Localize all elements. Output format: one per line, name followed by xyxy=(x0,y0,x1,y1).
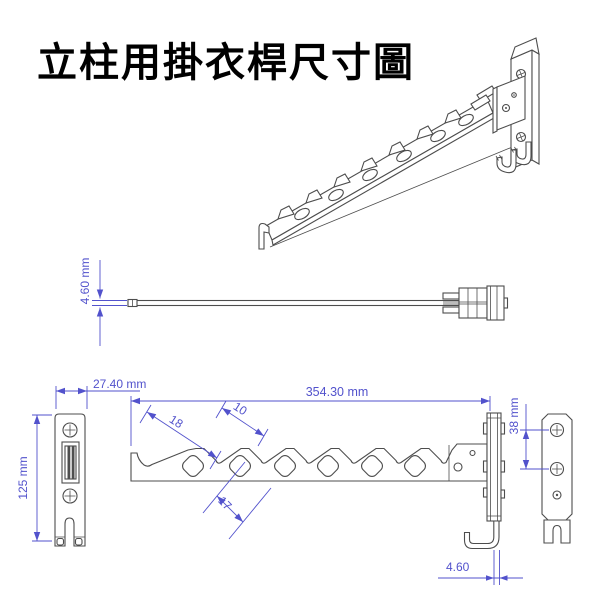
top-plate xyxy=(486,285,505,321)
iso-hook-grip-hatch xyxy=(495,146,518,161)
dim-plate-height-label: 125 mm xyxy=(16,456,30,499)
side-screw-small xyxy=(552,490,562,500)
page-title: 立柱用掛衣桿尺寸圖 xyxy=(37,41,415,85)
dim-arm-length-label: 354.30 mm xyxy=(306,385,369,399)
front-plate-foot-pad-left xyxy=(56,537,65,546)
dimension-plate-height: 125 mm xyxy=(16,414,52,542)
front-plate-screw-bottom xyxy=(62,488,78,504)
top-plate-nub xyxy=(503,297,509,309)
iso-plate-screw-bottom xyxy=(515,131,527,143)
dimension-top-thickness: 4.60 mm xyxy=(78,258,127,346)
isometric-view xyxy=(258,37,540,250)
iso-clamp-tab-lower xyxy=(470,94,491,111)
front-arm-block-screws xyxy=(453,449,476,472)
dim-top-thickness-label: 4.60 mm xyxy=(78,258,92,305)
dimension-slot-width: 10 xyxy=(215,399,269,447)
dimension-screw-spacing: 38 mm xyxy=(507,398,549,470)
dim-plate-width-label: 27.40 mm xyxy=(93,377,146,391)
top-view: 4.60 mm xyxy=(78,258,509,346)
front-view: 27.40 mm 125 mm 354.30 mm 18 xyxy=(16,377,523,585)
side-plate-feet xyxy=(543,519,571,544)
iso-hook-back xyxy=(511,141,532,166)
front-arm-holes xyxy=(182,455,426,477)
front-plate-foot-pad-right xyxy=(74,537,83,546)
front-arm-outline xyxy=(130,443,488,482)
arm-bottom-edge-line xyxy=(269,142,523,248)
iso-arm-front-edge xyxy=(271,112,495,246)
dim-slot-length-label: 18 xyxy=(167,412,186,431)
front-plate-channel xyxy=(61,441,80,484)
dimension-arm-length: 354.30 mm xyxy=(130,385,491,446)
dimension-plate-width: 27.40 mm xyxy=(55,377,146,409)
iso-plate-top-bevel xyxy=(510,37,540,60)
dim-hook-thickness-label: 4.60 xyxy=(446,560,470,574)
iso-arm-teeth xyxy=(277,109,462,220)
front-plate-edge-tabs xyxy=(482,422,506,499)
iso-plate-side xyxy=(531,49,540,165)
front-plate-edge xyxy=(486,412,502,522)
top-bracket-body xyxy=(458,287,488,319)
iso-arm-holes xyxy=(294,113,474,221)
front-hook xyxy=(463,520,500,550)
dim-screw-spacing-label: 38 mm xyxy=(507,398,521,435)
side-view: 38 mm xyxy=(507,398,573,544)
dimension-hook-thickness: 4.60 xyxy=(438,550,523,585)
top-bracket-flange-upper xyxy=(442,292,460,300)
iso-connector-screws xyxy=(501,92,517,113)
top-bracket-flange-lower xyxy=(442,306,460,314)
iso-hook-front xyxy=(496,149,517,174)
top-bar-clamp-lines xyxy=(443,301,487,305)
side-screw-top xyxy=(549,422,565,438)
side-screw-middle xyxy=(549,461,565,477)
iso-connector-front xyxy=(496,75,526,131)
front-plate-screw-top xyxy=(62,422,78,438)
iso-arm-end-tab xyxy=(258,222,270,250)
dim-slot-pitch-label: 17 xyxy=(215,494,235,514)
iso-connector-side xyxy=(492,86,498,134)
top-bar xyxy=(127,299,460,307)
